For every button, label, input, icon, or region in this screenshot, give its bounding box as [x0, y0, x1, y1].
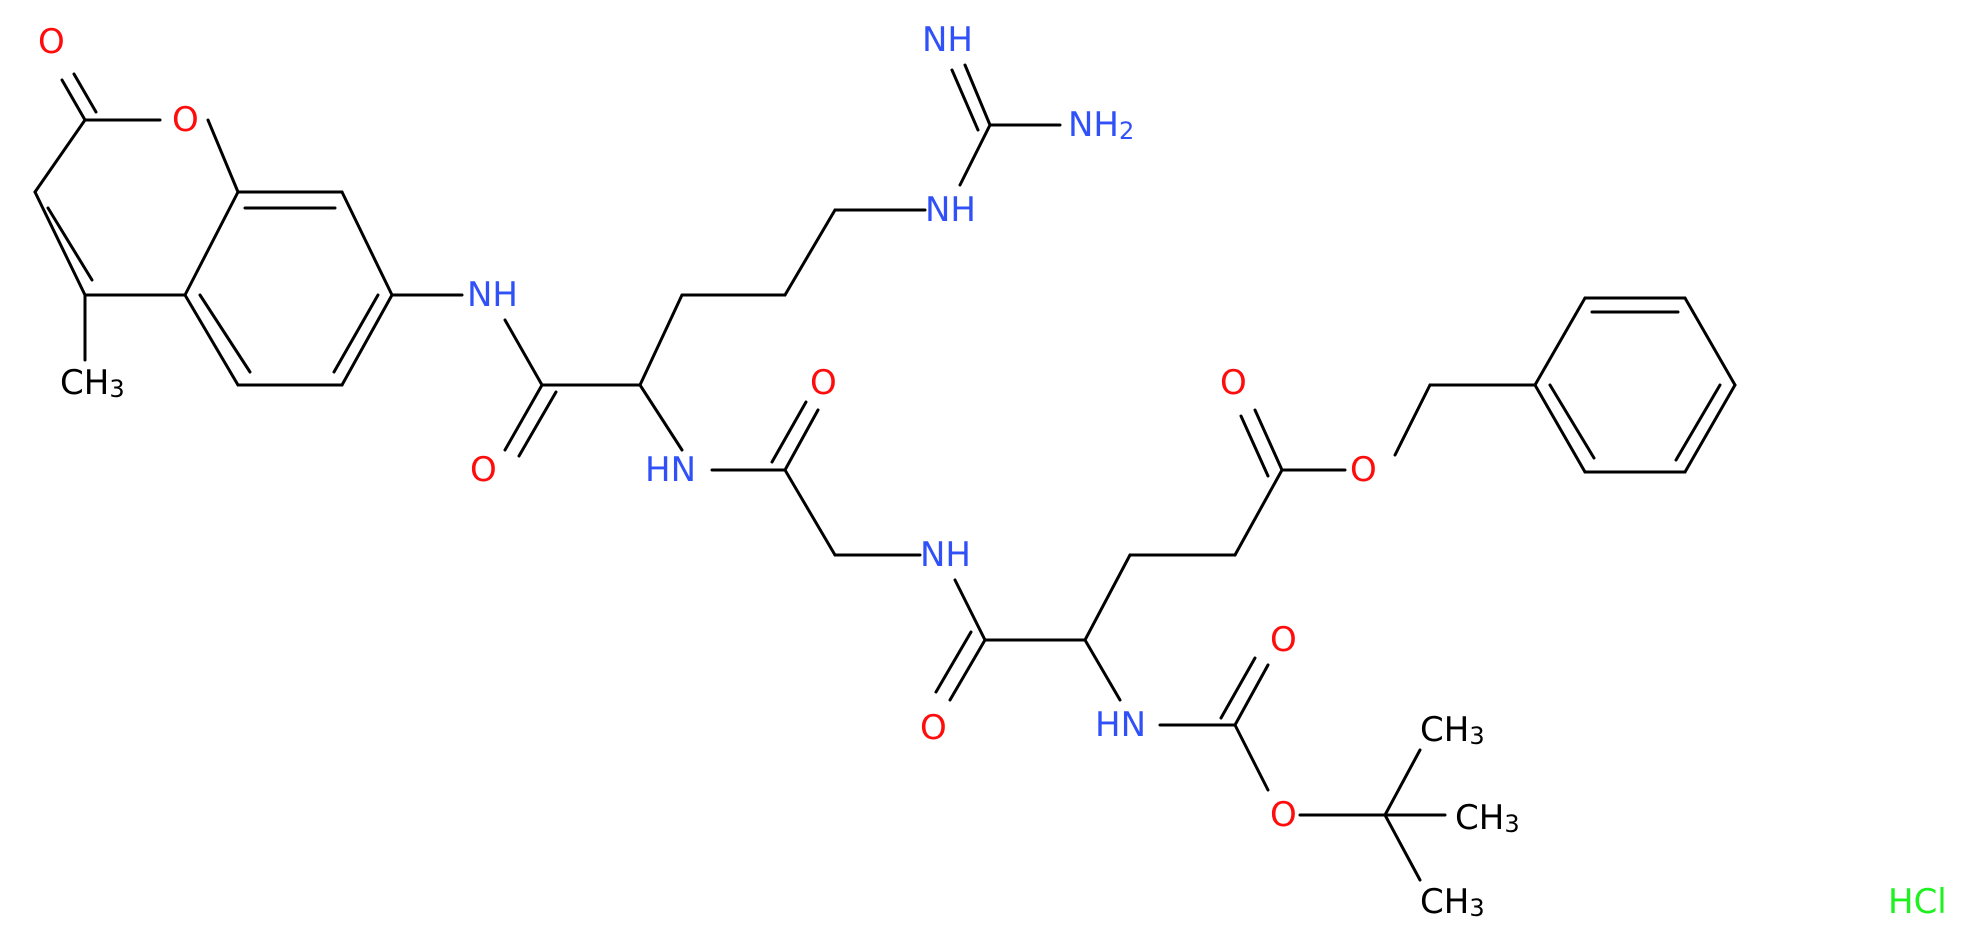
bond	[1533, 296, 1587, 387]
bond	[517, 390, 558, 458]
bond	[33, 118, 87, 194]
atom-o-arg-carbonyl: O	[470, 450, 497, 490]
atom-o-lactone-carbonyl: O	[38, 22, 65, 62]
atom-o-glu-amide: O	[920, 708, 947, 748]
atom-o-ester-link: O	[1350, 450, 1377, 490]
bond	[1383, 813, 1422, 882]
bonds	[33, 63, 1737, 882]
bond	[1683, 296, 1737, 387]
bond	[783, 208, 837, 297]
atom-nh-glu-gly: NH	[920, 535, 971, 575]
atom-o-boc-carbonyl: O	[1270, 620, 1297, 660]
bond	[1683, 383, 1737, 474]
bond	[1219, 656, 1257, 720]
atom-nh2-guanidine: NH2	[1068, 105, 1134, 145]
bond	[340, 190, 394, 297]
atom-ch3-tbu-1: CH3	[1420, 710, 1485, 750]
atom-o-gly-carbonyl: O	[810, 363, 837, 403]
bond	[950, 68, 980, 132]
bond	[783, 468, 837, 557]
atom-o-ester-carbonyl: O	[1220, 363, 1247, 403]
bond	[503, 383, 544, 452]
atom-o-lactone-ring: O	[172, 100, 199, 140]
bond	[953, 578, 987, 642]
bond	[1083, 638, 1122, 702]
bond	[1383, 748, 1422, 817]
atom-nh-guanidine: NH	[925, 190, 976, 230]
bond	[1083, 553, 1132, 642]
bond	[46, 206, 94, 282]
atom-labels: O O CH3 NH O HN O NH NH2 NH NH O HN O O …	[38, 20, 1947, 922]
bond	[638, 293, 684, 387]
bond	[206, 118, 240, 194]
atom-ch3-coumarin: CH3	[60, 363, 125, 403]
bond	[963, 63, 992, 127]
bond	[934, 630, 973, 694]
atom-nh-anilide: NH	[467, 275, 518, 315]
bond	[638, 383, 684, 452]
bond	[1674, 383, 1722, 462]
bond	[1239, 414, 1270, 478]
atom-nh-gly-arg: HN	[645, 450, 696, 490]
bond	[948, 638, 987, 702]
bond	[1393, 383, 1432, 457]
hcl-label: HCl	[1888, 882, 1947, 922]
bond	[770, 400, 808, 464]
bond	[1548, 383, 1596, 460]
bond	[340, 293, 394, 387]
bond	[183, 190, 240, 297]
bond	[72, 72, 98, 114]
bond	[1233, 468, 1284, 557]
atom-hn-boc: HN	[1095, 705, 1146, 745]
atom-ch3-tbu-2: CH3	[1455, 798, 1520, 838]
bond	[1533, 383, 1587, 474]
atom-ch3-tbu-3: CH3	[1420, 882, 1485, 922]
bond	[1233, 663, 1270, 727]
atom-o-boc-ester: O	[1270, 795, 1297, 835]
bond	[503, 318, 544, 387]
bond	[198, 293, 252, 374]
bond	[183, 293, 240, 387]
bond	[783, 408, 820, 472]
bond	[33, 190, 87, 297]
bond	[1233, 723, 1270, 792]
bond	[1253, 408, 1284, 472]
bond	[60, 78, 87, 122]
bond	[332, 293, 380, 374]
atom-nh-guanidine-imine: NH	[922, 20, 973, 60]
bond	[958, 123, 992, 187]
